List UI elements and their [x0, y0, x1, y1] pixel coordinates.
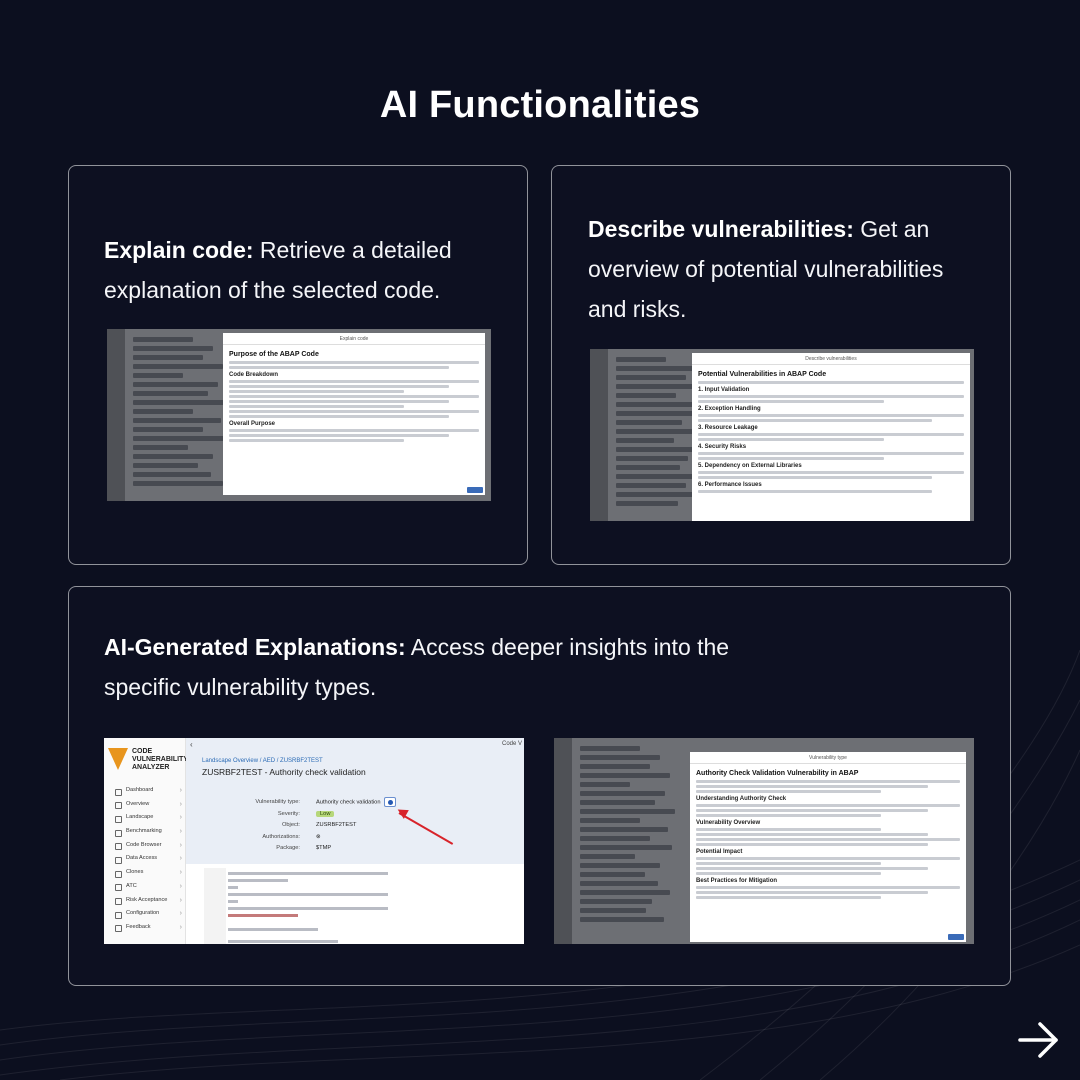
arrow-right-icon[interactable]: [1016, 1020, 1062, 1060]
describe-vulnerabilities-screenshot: Describe vulnerabilities Potential Vulne…: [590, 349, 974, 521]
authorization-status-icon: ⊗: [316, 833, 321, 840]
cva-logo: CODE VULNERABILITY ANALYZER: [108, 748, 188, 774]
ai-explanations-card: AI-Generated Explanations: Access deeper…: [68, 586, 1011, 986]
sidebar-item-risk-acceptance[interactable]: Risk Acceptance: [104, 894, 186, 908]
info-icon[interactable]: [383, 797, 396, 807]
modal-section: 5. Dependency on External Libraries: [698, 463, 802, 469]
modal-section: Understanding Authority Check: [696, 796, 787, 802]
modal-section: Overall Purpose: [229, 421, 276, 427]
main-content: ‹ Code V Landscape Overview / AED / ZUSR…: [186, 738, 524, 944]
sidebar-item-feedback[interactable]: Feedback: [104, 921, 186, 935]
severity-badge: Low: [316, 810, 335, 817]
object-title: ZUSRBF2TEST - Authority check validation: [202, 767, 366, 777]
modal-section: 2. Exception Handling: [698, 406, 761, 412]
modal-heading: Potential Vulnerabilities in ABAP Code: [698, 371, 827, 378]
modal-section: 6. Performance Issues: [698, 482, 762, 488]
app-title-truncated: Code V: [501, 741, 522, 747]
ai-explanations-description: AI-Generated Explanations: Access deeper…: [104, 634, 730, 700]
modal-section: Vulnerability Overview: [696, 820, 761, 826]
explain-code-title: Explain code:: [104, 237, 254, 263]
sidebar-item-landscape[interactable]: Landscape: [104, 811, 186, 825]
explain-code-screenshot: Explain code Purpose of the ABAP Code Co…: [107, 329, 491, 501]
property-row: Authorizations: ⊗: [186, 832, 486, 844]
page-title: AI Functionalities: [379, 84, 701, 126]
vulnerability-type-modal: Vulnerability type Authority Check Valid…: [690, 752, 966, 942]
modal-section: 3. Resource Leakage: [698, 425, 758, 431]
back-icon[interactable]: ‹: [190, 740, 193, 749]
breadcrumb[interactable]: Landscape Overview / AED / ZUSRBF2TEST: [202, 758, 323, 764]
explain-code-modal: Explain code Purpose of the ABAP Code Co…: [223, 333, 485, 495]
describe-vulnerabilities-description: Describe vulnerabilities: Get an overvie…: [588, 216, 944, 322]
ai-explanations-title: AI-Generated Explanations:: [104, 634, 406, 660]
modal-heading: Purpose of the ABAP Code: [229, 351, 319, 358]
modal-header: Describe vulnerabilities: [692, 353, 970, 365]
vulnerability-type-screenshot: Vulnerability type Authority Check Valid…: [554, 738, 974, 944]
modal-section: Potential Impact: [696, 849, 743, 855]
sidebar-item-data-access[interactable]: Data Access: [104, 852, 186, 866]
sidebar-item-clones[interactable]: Clones: [104, 866, 186, 880]
modal-heading: Authority Check Validation Vulnerability…: [696, 770, 859, 777]
close-button[interactable]: [467, 487, 483, 493]
sidebar-item-atc[interactable]: ATC: [104, 880, 186, 894]
property-row: Severity: Low: [186, 809, 486, 821]
describe-vulnerabilities-modal: Describe vulnerabilities Potential Vulne…: [692, 353, 970, 521]
sidebar: CODE VULNERABILITY ANALYZER Dashboard Ov…: [104, 738, 188, 944]
sidebar-item-dashboard[interactable]: Dashboard: [104, 784, 186, 798]
modal-header: Vulnerability type: [690, 752, 966, 764]
modal-section: Code Breakdown: [229, 372, 279, 378]
modal-section: Best Practices for Mitigation: [696, 878, 778, 884]
property-row: Vulnerability type: Authority check vali…: [186, 797, 486, 809]
code-view: [186, 868, 524, 944]
describe-vulnerabilities-card: Describe vulnerabilities: Get an overvie…: [551, 165, 1011, 565]
property-row: Package: $TMP: [276, 845, 332, 852]
modal-section: 4. Security Risks: [698, 444, 747, 450]
properties-list: Vulnerability type: Authority check vali…: [186, 797, 486, 855]
sidebar-item-configuration[interactable]: Configuration: [104, 907, 186, 921]
property-row: Object: ZUSRBF2TEST: [281, 822, 357, 829]
code-vulnerability-analyzer-screenshot: CODE VULNERABILITY ANALYZER Dashboard Ov…: [104, 738, 524, 944]
modal-section: 1. Input Validation: [698, 387, 750, 393]
sidebar-item-overview[interactable]: Overview: [104, 798, 186, 812]
close-button[interactable]: [948, 934, 964, 940]
sidebar-item-benchmarking[interactable]: Benchmarking: [104, 825, 186, 839]
explain-code-description: Explain code: Retrieve a detailed explan…: [104, 237, 452, 303]
explain-code-card: Explain code: Retrieve a detailed explan…: [68, 165, 528, 565]
sidebar-nav: Dashboard Overview Landscape Benchmarkin…: [104, 784, 186, 935]
describe-vulnerabilities-title: Describe vulnerabilities:: [588, 216, 854, 242]
modal-header: Explain code: [223, 333, 485, 345]
sidebar-item-code-browser[interactable]: Code Browser: [104, 839, 186, 853]
